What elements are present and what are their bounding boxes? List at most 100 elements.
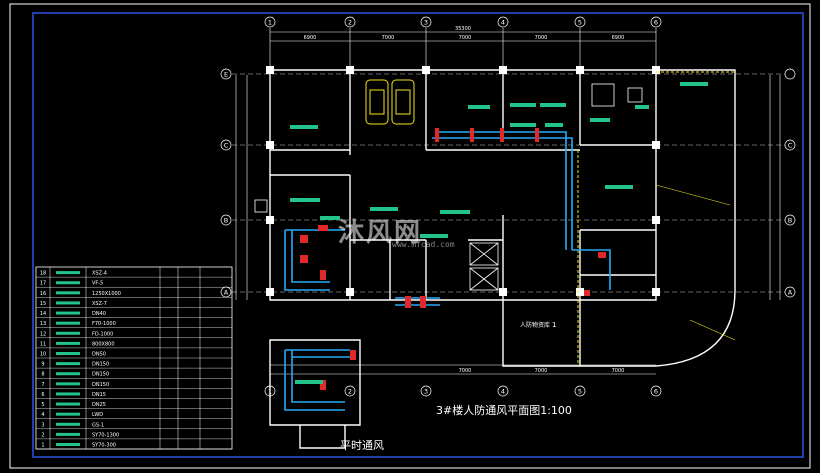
table-cell-index: 12	[40, 331, 46, 337]
table-cell-name-mark	[56, 412, 80, 416]
table-cell-index: 10	[40, 352, 46, 358]
table-cell-spec: SY70-300	[92, 443, 116, 449]
axis-label-side: A	[224, 289, 229, 297]
dimension-label: 7000	[535, 35, 548, 41]
table-cell-index: 7	[41, 382, 44, 388]
axis-label-bottom: 2	[348, 388, 352, 396]
watermark-url: www.mfcad.com	[392, 240, 455, 249]
table-cell-index: 14	[40, 311, 46, 317]
structural-columns	[266, 66, 660, 296]
yellow-boundary	[577, 71, 735, 366]
leader-lines	[655, 184, 736, 341]
damper-marks	[300, 128, 606, 390]
axis-label-top: 5	[578, 19, 582, 27]
dimension-label: 7000	[382, 35, 395, 41]
table-cell-name-mark	[56, 432, 80, 436]
table-cell-index: 11	[40, 341, 46, 347]
table-cell-spec: XSZ-7	[92, 301, 107, 307]
top-dimension-lines	[235, 28, 781, 375]
table-cell-spec: SY70-1300	[92, 432, 119, 438]
axis-label-top: 6	[654, 19, 658, 27]
table-cell-spec: DN150	[92, 362, 109, 368]
table-cell-name-mark	[56, 331, 80, 335]
axis-label-bottom: 6	[654, 388, 658, 396]
lower-ventilation-room	[269, 339, 361, 449]
table-cell-spec: DN40	[92, 311, 106, 317]
dimension-label: 7000	[535, 368, 548, 374]
dimension-label: 7000	[459, 35, 472, 41]
table-cell-index: 15	[40, 301, 46, 307]
table-cell-index: 8	[41, 372, 44, 378]
table-cell-index: 5	[41, 402, 44, 408]
table-cell-index: 9	[41, 362, 44, 368]
table-cell-name-mark	[56, 362, 80, 366]
axis-label-top: 2	[348, 19, 352, 27]
lift-shaft	[254, 83, 643, 291]
inner-frame	[32, 12, 804, 458]
ventilation-duct	[284, 131, 611, 411]
watermark-logo: 沐风网	[338, 218, 423, 248]
axis-label-bottom: 3	[424, 388, 428, 396]
dimension-label: 6900	[612, 35, 625, 41]
table-cell-spec: DN15	[92, 392, 106, 398]
table-cell-spec: DN150	[92, 372, 109, 378]
table-cell-name-mark	[56, 382, 80, 386]
table-cell-name-mark	[56, 352, 80, 355]
table-cell-name-mark	[56, 422, 80, 426]
table-cell-spec: LWD	[92, 412, 103, 418]
grid-axis-lines	[232, 73, 785, 293]
table-cell-name-mark	[56, 402, 80, 406]
table-cell-index: 16	[40, 291, 46, 297]
table-cell-spec: F70-1000	[92, 321, 116, 327]
drawing-subtitle: 平时通风	[340, 439, 384, 452]
table-cell-name-mark	[56, 291, 80, 295]
table-cell-index: 4	[41, 412, 44, 418]
equipment-labels	[290, 82, 708, 384]
dimension-label: 6900	[304, 35, 317, 41]
axis-label-side: B	[788, 217, 792, 225]
table-cell-spec: XSZ-4	[92, 271, 107, 277]
axis-label-side: A	[788, 289, 793, 297]
axis-label-side: B	[224, 217, 228, 225]
table-cell-spec: DN25	[92, 402, 106, 408]
table-cell-spec: DN150	[92, 382, 109, 388]
table-cell-spec: VF-5	[92, 281, 103, 287]
table-cell-name-mark	[56, 301, 80, 305]
table-cell-name-mark	[56, 392, 80, 396]
table-cell-index: 3	[41, 422, 44, 428]
table-cell-index: 13	[40, 321, 46, 327]
table-cell-name-mark	[56, 321, 80, 325]
table-cell-index: 6	[41, 392, 44, 398]
room-label: 人防物资库	[520, 321, 550, 329]
table-cell-spec: 1250X1000	[92, 291, 121, 297]
table-cell-index: 2	[41, 432, 44, 438]
axis-label-side: C	[224, 142, 229, 150]
dimension-total: 35300	[455, 26, 471, 32]
table-cell-spec: GS-1	[92, 422, 104, 428]
axis-label-top: 3	[424, 19, 428, 27]
table-cell-name-mark	[56, 372, 80, 376]
table-cell-index: 1	[41, 443, 44, 449]
dimension-label: 7000	[612, 368, 625, 374]
table-cell-name-mark	[56, 311, 80, 315]
car-icon	[365, 79, 415, 125]
table-cell-index: 17	[40, 281, 46, 287]
table-cell-spec: DN50	[92, 352, 106, 358]
dimension-label: 7000	[459, 368, 472, 374]
axis-label-top: 4	[501, 19, 505, 27]
axis-label-side: C	[788, 142, 793, 150]
table-cell-name-mark	[56, 281, 80, 285]
axis-label-side: E	[224, 71, 228, 79]
table-cell-spec: 800X800	[92, 341, 115, 347]
axis-label-top: 1	[268, 19, 272, 27]
outer-frame	[9, 3, 811, 469]
table-cell-name-mark	[56, 341, 80, 345]
axis-label-bottom: 4	[501, 388, 505, 396]
table-cell-name-mark	[56, 443, 80, 446]
drawing-title: 3#楼人防通风平面图1:100	[436, 404, 572, 417]
table-cell-index: 18	[40, 271, 46, 277]
table-cell-spec: FD-1000	[92, 331, 113, 337]
table-cell-name-mark	[56, 271, 80, 275]
